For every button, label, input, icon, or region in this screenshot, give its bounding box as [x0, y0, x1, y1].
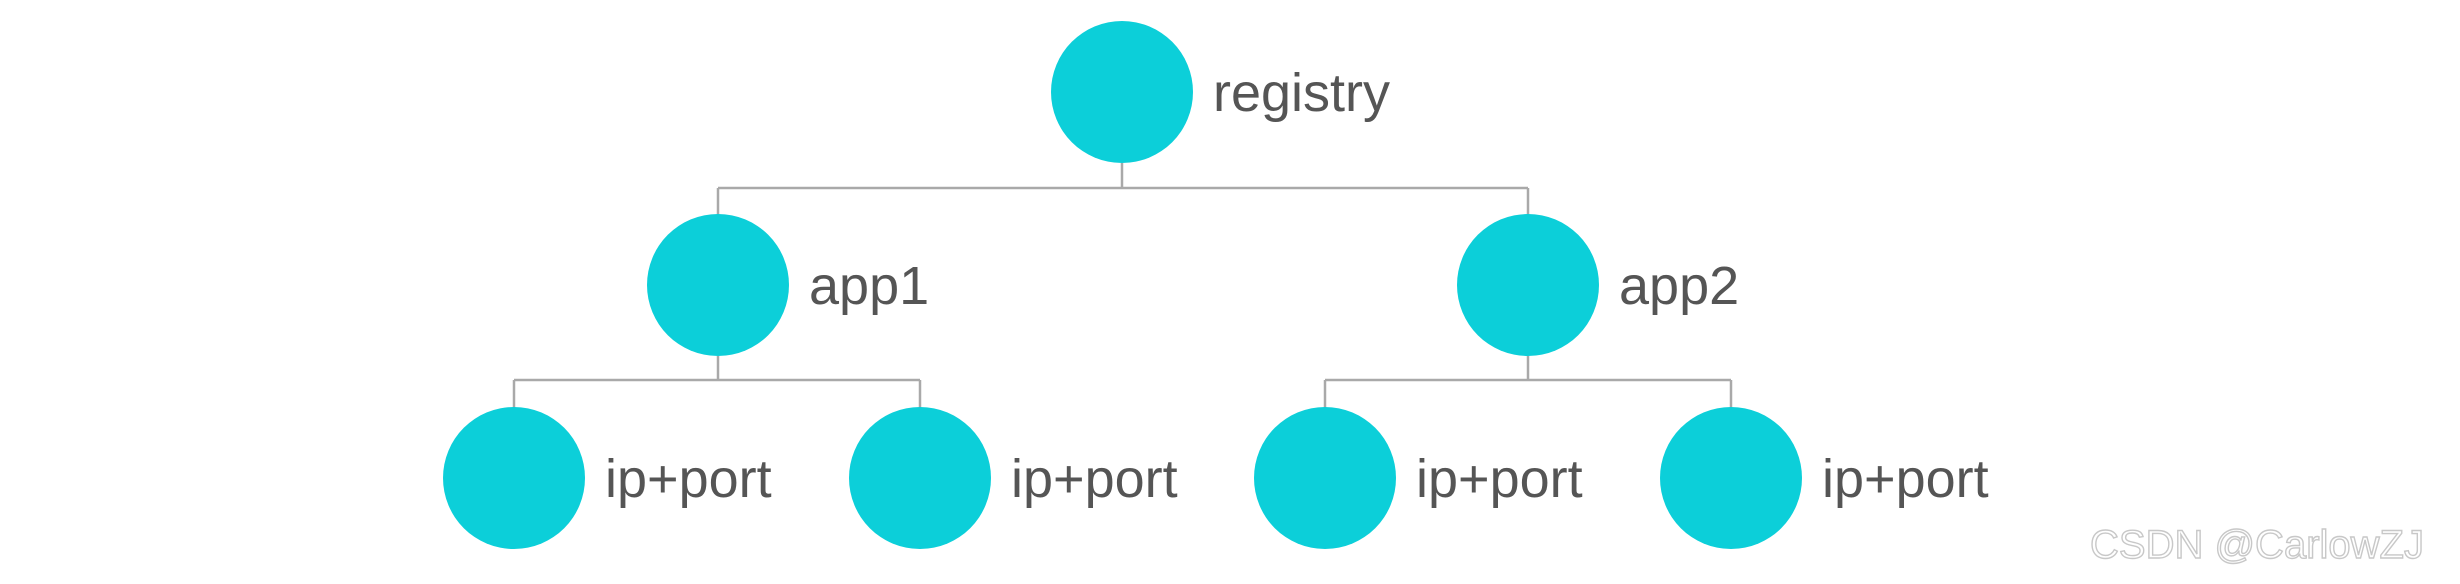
node-label: ip+port — [1416, 449, 1583, 509]
node-label: ip+port — [605, 449, 772, 509]
node-circle — [849, 407, 991, 549]
tree-nodes: registry app1 ip+port ip+port app2 ip+port ip+… — [443, 21, 1989, 549]
connector-lines — [512, 163, 1733, 415]
node-circle — [647, 214, 789, 356]
node-circle — [443, 407, 585, 549]
tree-node-d2-3: ip+port — [1660, 407, 1989, 549]
node-label: registry — [1213, 63, 1390, 123]
tree-node-d2-0: ip+port — [443, 407, 772, 549]
node-label: ip+port — [1011, 449, 1178, 509]
node-label: app1 — [809, 256, 929, 316]
node-label: app2 — [1619, 256, 1739, 316]
node-circle — [1051, 21, 1193, 163]
tree-node-d2-1: ip+port — [849, 407, 1178, 549]
tree-node-d1-0: app1 — [647, 214, 929, 356]
node-circle — [1660, 407, 1802, 549]
tree-node-d0-0: registry — [1051, 21, 1390, 163]
tree-node-d2-2: ip+port — [1254, 407, 1583, 549]
tree-node-d1-1: app2 — [1457, 214, 1739, 356]
node-circle — [1254, 407, 1396, 549]
node-circle — [1457, 214, 1599, 356]
node-label: ip+port — [1822, 449, 1989, 509]
watermark-text: CSDN @CarlowZJ — [2090, 523, 2424, 567]
